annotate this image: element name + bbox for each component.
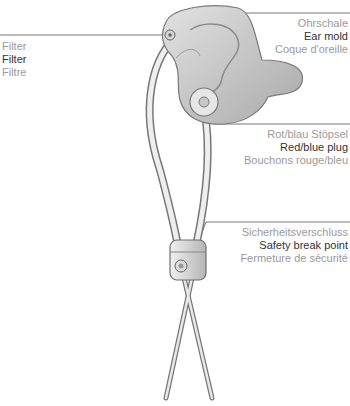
- safety-clip: [170, 252, 206, 253]
- plug: [190, 88, 218, 116]
- safety-clip-button: [179, 264, 184, 269]
- part-label: Coque d'oreille: [275, 43, 348, 56]
- part-label: Filter: [2, 53, 26, 66]
- part-label: Filter: [2, 40, 26, 53]
- safety-clip: [170, 240, 206, 280]
- plug: [199, 97, 209, 107]
- ear-mold: [163, 6, 303, 125]
- part-label: Ear mold: [304, 30, 348, 43]
- part-label: Rot/blau Stöpsel: [267, 128, 348, 141]
- part-label: Red/blue plug: [280, 141, 348, 154]
- part-label: Safety break point: [259, 239, 348, 252]
- safety-clip-button: [175, 260, 187, 272]
- cord-legs: [166, 278, 212, 398]
- part-label: Filtre: [2, 66, 26, 79]
- part-label: Fermeture de sécurité: [240, 252, 348, 265]
- filter: [165, 30, 175, 40]
- ear-mold-ridge: [190, 24, 239, 92]
- part-label: Sicherheitsverschluss: [242, 226, 348, 239]
- part-label: Bouchons rouge/bleu: [244, 154, 348, 167]
- part-label: Ohrschale: [298, 17, 348, 30]
- filter: [168, 33, 172, 37]
- ear-mold-ridge: [176, 49, 200, 58]
